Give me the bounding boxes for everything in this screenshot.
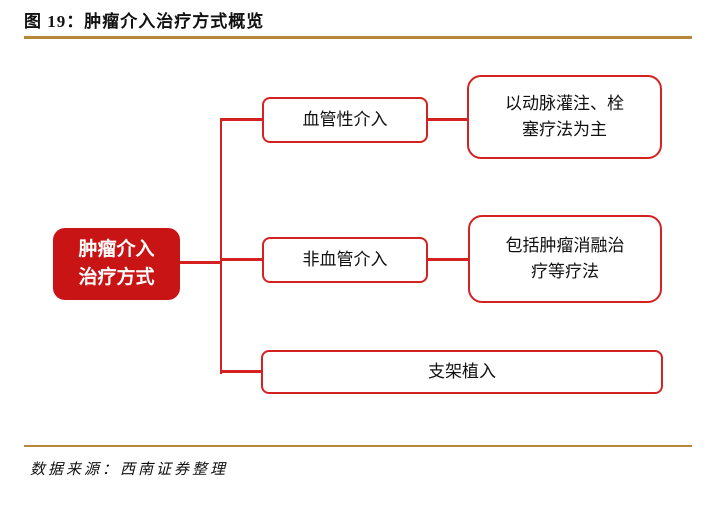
- node-branch-nonvascular-label: 非血管介入: [302, 249, 388, 269]
- title-rule: [24, 36, 692, 39]
- connector-branch-stent: [221, 370, 261, 373]
- node-root-treatment-methods: 肿瘤介入治疗方式: [53, 228, 180, 300]
- data-source-note: 数据来源：西南证券整理: [30, 462, 229, 478]
- connector-branch-vascular: [221, 118, 262, 121]
- node-branch-vascular: 血管性介入: [262, 97, 428, 143]
- node-detail-vascular-label: 以动脉灌注、栓塞疗法为主: [505, 93, 624, 139]
- node-branch-vascular-label: 血管性介入: [302, 109, 388, 129]
- connector-trunk: [220, 118, 222, 374]
- connector-leaf-nonvascular: [428, 258, 468, 261]
- connector-leaf-vascular: [428, 118, 467, 121]
- node-detail-nonvascular-label: 包括肿瘤消融治疗等疗法: [505, 235, 625, 281]
- node-branch-stent: 支架植入: [261, 350, 663, 394]
- node-detail-vascular: 以动脉灌注、栓塞疗法为主: [467, 75, 662, 159]
- node-detail-nonvascular: 包括肿瘤消融治疗等疗法: [468, 215, 662, 303]
- source-rule: [24, 445, 692, 447]
- node-branch-nonvascular: 非血管介入: [262, 237, 428, 283]
- node-branch-stent-label: 支架植入: [428, 361, 496, 381]
- connector-root: [179, 261, 222, 264]
- connector-branch-nonvascular: [221, 258, 262, 261]
- node-root-label: 肿瘤介入治疗方式: [78, 238, 155, 289]
- figure-title: 图 19：肿瘤介入治疗方式概览: [24, 12, 265, 31]
